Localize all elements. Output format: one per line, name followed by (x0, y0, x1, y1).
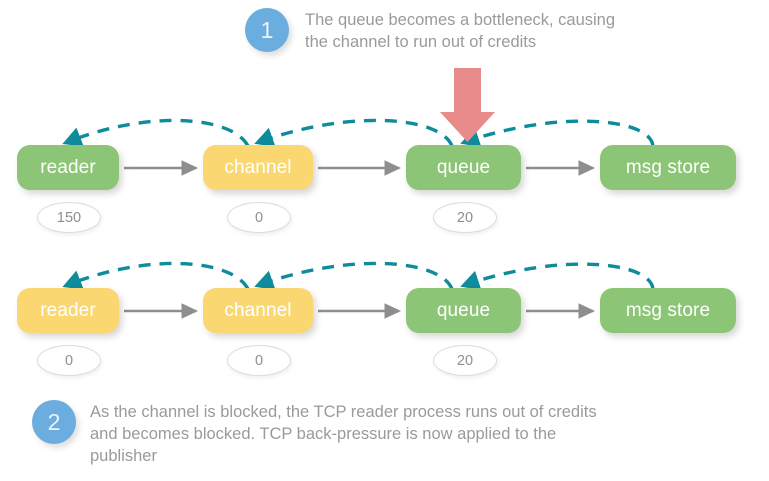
callout-2: 2 As the channel is blocked, the TCP rea… (32, 400, 597, 467)
node-reader-row-2[interactable]: reader (17, 288, 119, 333)
pipeline-row-2: reader channel queue msg store 0 0 20 (0, 288, 769, 376)
callout-1-text: The queue becomes a bottleneck, causing … (305, 11, 616, 51)
node-label: msg store (625, 299, 711, 321)
credit-badge-queue-row-1: 20 (433, 202, 497, 233)
callout-1: 1 The queue becomes a bottleneck, causin… (245, 8, 615, 53)
callout-2-text: As the channel is blocked, the TCP reade… (90, 403, 597, 465)
credit-arc-msg-store-to-queue (460, 119, 655, 148)
credit-value: 20 (456, 352, 474, 369)
node-queue-row-1[interactable]: queue (406, 145, 521, 190)
node-label: queue (436, 299, 491, 321)
row-2-credit-arcs (62, 261, 655, 291)
credit-value: 0 (64, 352, 74, 369)
credit-badge-channel-row-2: 0 (227, 345, 291, 376)
node-label: queue (436, 156, 491, 178)
node-label: reader (40, 299, 96, 321)
credit-arc-queue-to-channel (254, 261, 454, 291)
callout-1-number-badge: 1 (245, 8, 289, 52)
credit-badge-channel-row-1: 0 (227, 202, 291, 233)
node-label: channel (224, 299, 292, 321)
credit-arc-channel-to-reader (62, 118, 250, 147)
credit-badge-queue-row-2: 20 (433, 345, 497, 376)
red-down-arrow-to-queue (440, 68, 495, 142)
node-reader-row-1[interactable]: reader (17, 145, 119, 190)
node-label: reader (40, 156, 96, 178)
credit-value: 0 (254, 352, 264, 369)
credit-badge-reader-row-2: 0 (37, 345, 101, 376)
credit-arc-channel-to-reader (62, 261, 250, 290)
node-label: channel (224, 156, 292, 178)
node-channel-row-2[interactable]: channel (203, 288, 313, 333)
credit-value: 20 (456, 209, 474, 226)
node-label: msg store (625, 156, 711, 178)
callout-2-number-badge: 2 (32, 400, 76, 444)
node-queue-row-2[interactable]: queue (406, 288, 521, 333)
node-channel-row-1[interactable]: channel (203, 145, 313, 190)
credit-badge-reader-row-1: 150 (37, 202, 101, 233)
credit-value: 150 (56, 209, 82, 226)
node-msg-store-row-1[interactable]: msg store (600, 145, 736, 190)
node-msg-store-row-2[interactable]: msg store (600, 288, 736, 333)
credit-arc-queue-to-channel (254, 118, 454, 148)
pipeline-row-1: reader channel queue msg store 150 0 20 (0, 145, 769, 233)
row-1-credit-arcs (62, 118, 655, 148)
credit-value: 0 (254, 209, 264, 226)
credit-arc-msg-store-to-queue (460, 262, 655, 291)
